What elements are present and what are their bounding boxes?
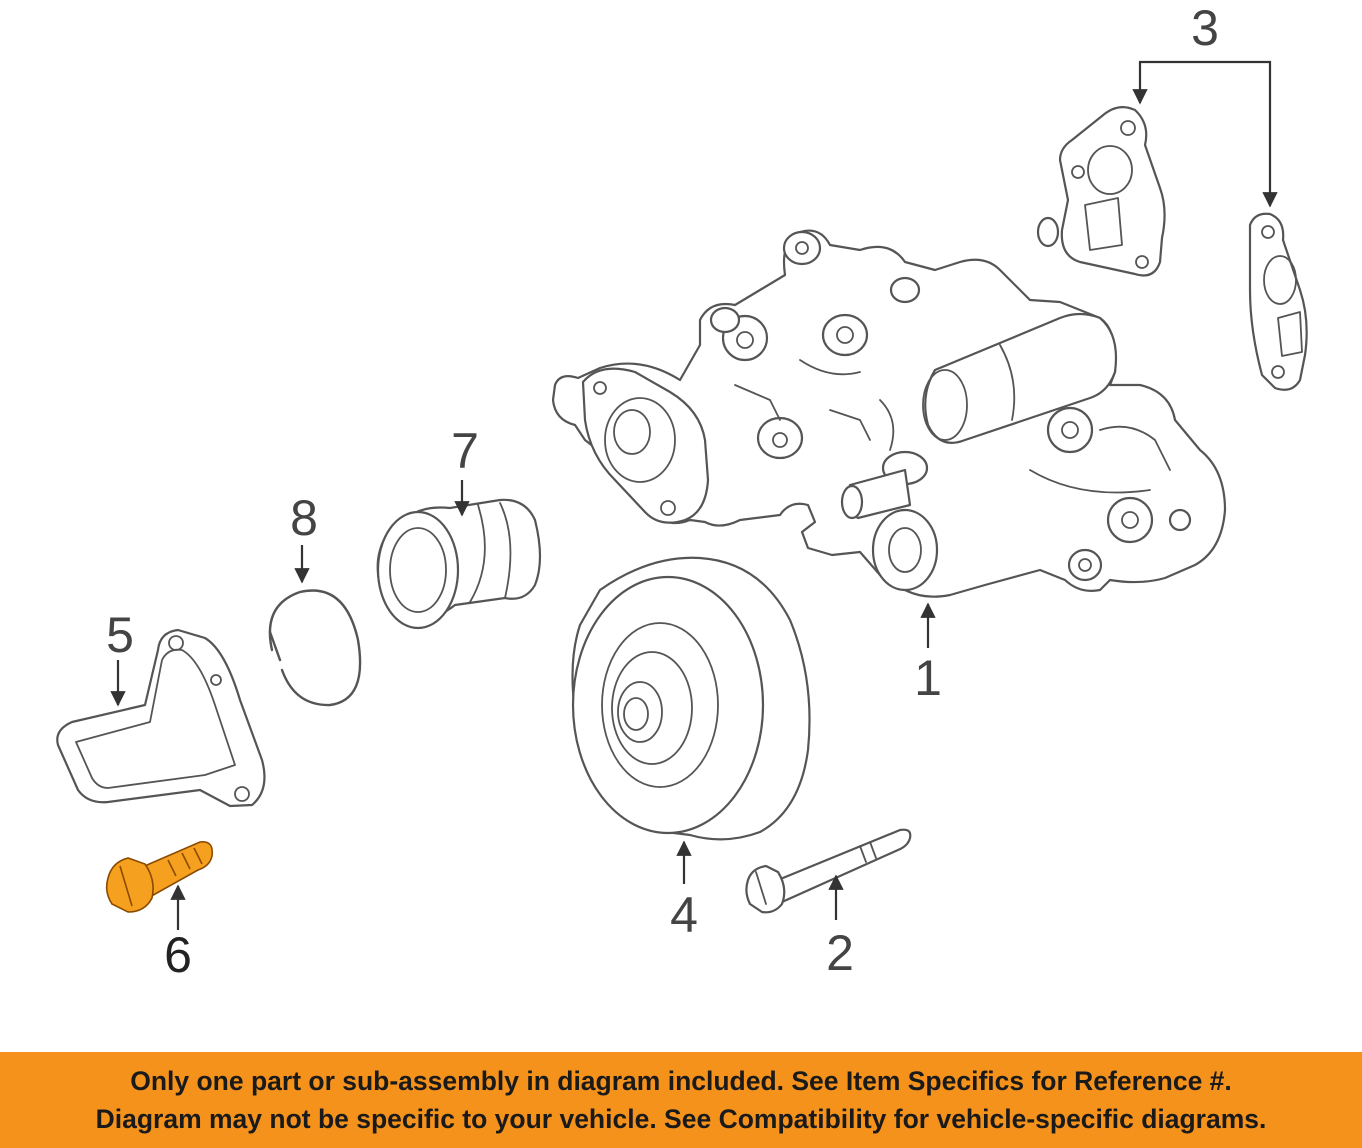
callout-4: 4 bbox=[670, 887, 698, 943]
callout-6: 6 bbox=[164, 927, 192, 983]
gasket-lower-part bbox=[1248, 212, 1308, 391]
leader-lines bbox=[110, 60, 1278, 930]
callout-7: 7 bbox=[451, 423, 479, 479]
disclaimer-line-1: Only one part or sub-assembly in diagram… bbox=[130, 1066, 1232, 1096]
disclaimer-line-2: Diagram may not be specific to your vehi… bbox=[95, 1104, 1267, 1134]
disclaimer-banner: Only one part or sub-assembly in diagram… bbox=[0, 1052, 1362, 1148]
callout-5: 5 bbox=[106, 607, 134, 663]
thermostat-housing-part bbox=[56, 628, 266, 808]
water-pump-part bbox=[551, 229, 1227, 598]
callout-1: 1 bbox=[914, 650, 942, 706]
housing-bolt-part bbox=[105, 840, 214, 913]
callout-3: 3 bbox=[1191, 0, 1219, 56]
gasket-upper-part bbox=[1036, 105, 1166, 277]
callout-8: 8 bbox=[290, 490, 318, 546]
pump-bolt-part bbox=[745, 828, 912, 914]
callout-2: 2 bbox=[826, 925, 854, 981]
thermostat-part bbox=[376, 498, 542, 630]
pulley-part bbox=[571, 556, 811, 841]
retaining-ring-part bbox=[268, 589, 362, 707]
parts-diagram: 1 2 3 4 5 6 7 8 bbox=[56, 0, 1308, 983]
